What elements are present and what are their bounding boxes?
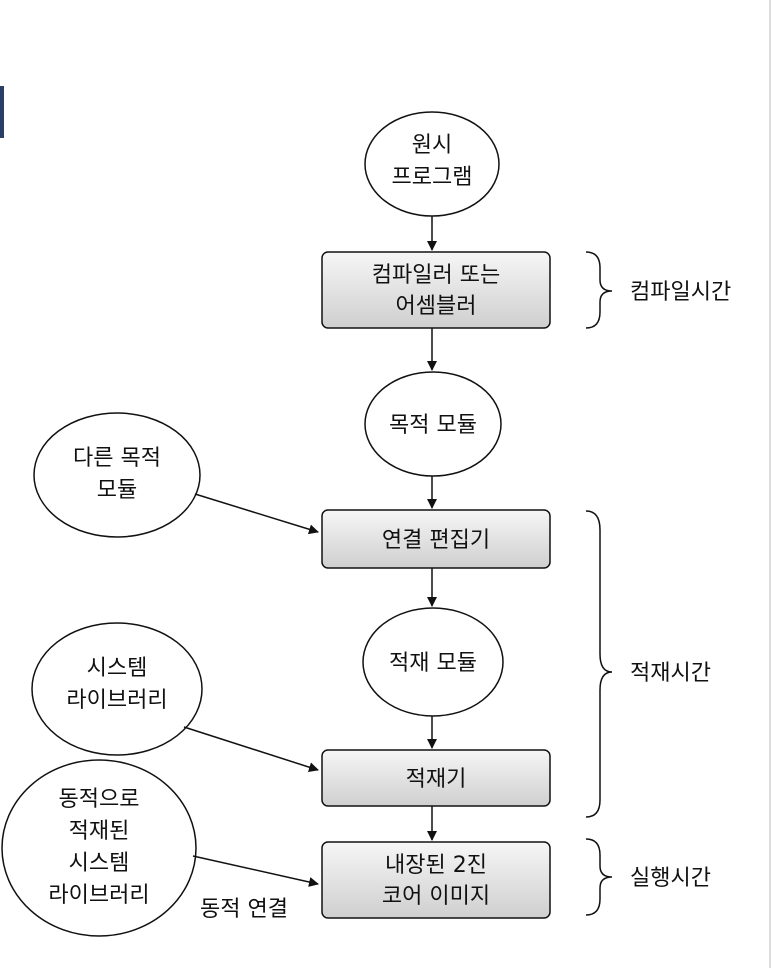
- node-other-object-module: 다른 목적 모듈: [33, 412, 201, 538]
- node-load-module-shape: [362, 607, 504, 717]
- node-system-library: 시스템 라이브러리: [31, 622, 203, 756]
- edge-dynamic-library-to-image: [192, 855, 319, 887]
- node-compiler: 컴파일러 또는 어셈블러: [321, 251, 551, 329]
- phase-label-execution-time: 실행시간: [630, 866, 711, 891]
- node-dynamic-library-label-1: 동적으로: [59, 787, 140, 812]
- node-loader: 적재기: [321, 749, 551, 807]
- node-dynamic-library: 동적으로 적재된 시스템 라이브러리: [1, 759, 197, 937]
- phase-label-load-time: 적재시간: [630, 661, 711, 686]
- edge-other-object-to-linker: [194, 493, 319, 535]
- node-linkage-editor-label: 연결 편집기: [382, 528, 490, 553]
- node-memory-image: 내장된 2진 코어 이미지: [321, 841, 551, 919]
- edge-system-library-to-loader: [183, 726, 319, 773]
- node-source-program-label-1: 원시: [412, 133, 452, 158]
- node-load-module-label: 적재 모듈: [389, 651, 477, 676]
- node-system-library-label-1: 시스템: [87, 656, 148, 681]
- phase-braces: [585, 251, 613, 916]
- node-loader-label: 적재기: [406, 767, 467, 792]
- node-system-library-label-2: 라이브러리: [66, 688, 167, 713]
- edge-accent-bar: [0, 86, 4, 138]
- node-object-module-label: 목적 모듈: [389, 413, 477, 438]
- phase-label-compile-time: 컴파일시간: [630, 280, 731, 305]
- node-compiler-label-2: 어셈블러: [396, 294, 477, 319]
- brace-execution-time: [585, 838, 613, 916]
- node-load-module: 적재 모듈: [362, 607, 504, 717]
- node-dynamic-library-label-3: 시스템: [69, 851, 130, 876]
- node-dynamic-library-label-2: 적재된: [69, 819, 130, 844]
- node-loader-shape: [321, 749, 551, 807]
- edge-label-dynamic-linking: 동적 연결: [200, 897, 288, 922]
- node-linkage-editor-shape: [321, 509, 551, 569]
- node-compiler-label-1: 컴파일러 또는: [372, 263, 500, 288]
- node-other-object-module-label-2: 모듈: [97, 478, 137, 503]
- node-compiler-shape: [321, 251, 551, 329]
- brace-load-time: [585, 510, 613, 818]
- node-system-library-shape: [31, 622, 203, 756]
- node-source-program: 원시 프로그램: [364, 111, 500, 217]
- brace-compile-time: [585, 251, 613, 329]
- node-memory-image-shape: [321, 841, 551, 919]
- node-memory-image-label-1: 내장된 2진: [385, 853, 487, 878]
- node-source-program-label-2: 프로그램: [392, 165, 473, 190]
- node-dynamic-library-shape: [1, 759, 197, 937]
- node-other-object-module-shape: [33, 412, 201, 538]
- node-object-module: 목적 모듈: [364, 371, 502, 477]
- node-linkage-editor: 연결 편집기: [321, 509, 551, 569]
- node-dynamic-library-label-4: 라이브러리: [48, 883, 149, 908]
- node-other-object-module-label-1: 다른 목적: [73, 446, 161, 471]
- node-memory-image-label-2: 코어 이미지: [382, 884, 490, 909]
- node-source-program-shape: [364, 111, 500, 217]
- edges: [183, 216, 437, 887]
- node-object-module-shape: [364, 371, 502, 477]
